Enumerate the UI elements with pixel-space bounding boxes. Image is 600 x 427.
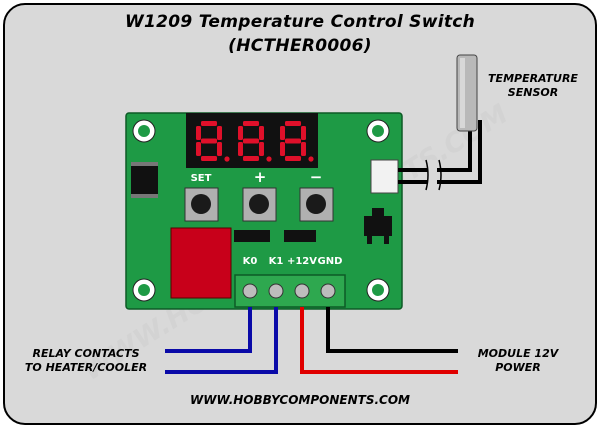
- mounting-hole-bottom-right: [366, 278, 390, 302]
- terminal-screw-12v[interactable]: [294, 283, 310, 299]
- minus-button-label: −: [310, 168, 323, 186]
- power-wire-ground: [326, 307, 458, 353]
- display-segment: [243, 138, 259, 144]
- display-decimal-point: [266, 156, 272, 162]
- website-url[interactable]: WWW.HOBBYCOMPONENTS.COM: [190, 393, 410, 407]
- display-segment: [243, 121, 259, 126]
- display-segment: [238, 126, 243, 140]
- diagram-title: W1209 Temperature Control Switch: [124, 12, 476, 32]
- power-wire-positive: [300, 307, 458, 374]
- display-segment: [285, 138, 301, 144]
- display-segment: [238, 142, 243, 156]
- display-segment: [196, 142, 201, 156]
- display-segment: [280, 126, 285, 140]
- display-segment: [196, 126, 201, 140]
- display-segment: [217, 142, 222, 156]
- display-digit: [196, 121, 230, 162]
- terminal-label-12v: +12V: [287, 256, 317, 267]
- terminal-screw-k1[interactable]: [268, 283, 284, 299]
- display-segment: [201, 138, 217, 144]
- relay-wire-k1: [165, 307, 278, 374]
- display-segment: [217, 126, 222, 140]
- terminal-label-k0: K0: [243, 256, 258, 267]
- sensor-cable: [398, 120, 482, 191]
- diagram-subtitle: (HCTHER0006): [228, 36, 372, 56]
- display-segment: [201, 156, 217, 161]
- display-segment: [301, 142, 306, 156]
- diode-component: [131, 162, 158, 198]
- plus-button-label: +: [254, 168, 267, 186]
- set-button-label: SET: [191, 173, 212, 184]
- mounting-hole-top-right: [366, 119, 390, 143]
- display-segment: [301, 126, 306, 140]
- display-decimal-point: [308, 156, 314, 162]
- display-segment: [259, 142, 264, 156]
- smd-component: [234, 230, 270, 242]
- terminal-label-k1: K1: [269, 256, 284, 267]
- terminal-screw-gnd[interactable]: [320, 283, 336, 299]
- sensor-connector: [370, 159, 399, 194]
- plus-button[interactable]: [242, 187, 277, 222]
- relay-component: [170, 227, 232, 299]
- set-button[interactable]: [184, 187, 219, 222]
- relay-wire-k0: [165, 307, 252, 353]
- display-digit: [280, 121, 314, 162]
- display-segment: [280, 142, 285, 156]
- terminal-label-gnd: GND: [318, 256, 343, 267]
- display-digit: [238, 121, 272, 162]
- display-segment: [259, 126, 264, 140]
- display-decimal-point: [224, 156, 230, 162]
- minus-button[interactable]: [299, 187, 334, 222]
- display-segment: [243, 156, 259, 161]
- voltage-regulator: [364, 216, 392, 236]
- mounting-hole-top-left: [132, 119, 156, 143]
- display-segment: [201, 121, 217, 126]
- relay-contacts-label: RELAY CONTACTS TO HEATER/COOLER: [24, 347, 148, 374]
- mounting-hole-bottom-left: [132, 278, 156, 302]
- sensor-label: TEMPERATURE SENSOR: [488, 72, 578, 99]
- display-segment: [285, 156, 301, 161]
- terminal-screw-k0[interactable]: [242, 283, 258, 299]
- power-label: MODULE 12V POWER: [477, 347, 559, 374]
- smd-component: [284, 230, 316, 242]
- display-digits: [196, 121, 314, 162]
- display-segment: [285, 121, 301, 126]
